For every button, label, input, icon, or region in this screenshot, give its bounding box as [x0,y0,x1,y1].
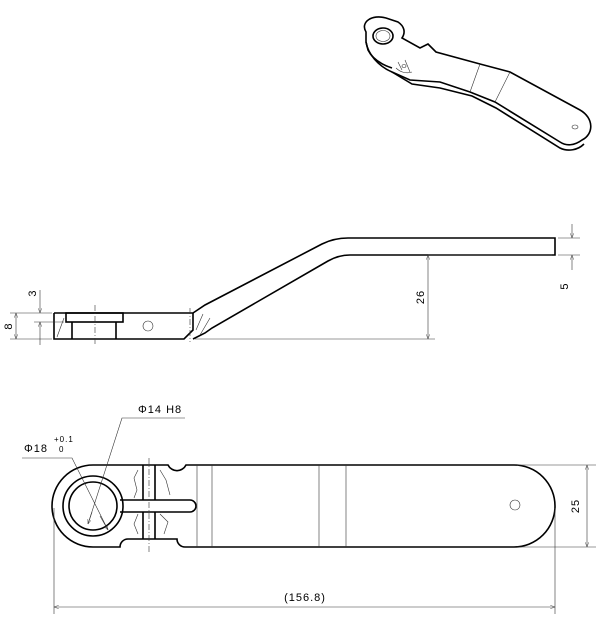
dim-length: (156.8) [284,592,326,604]
dim-width: 25 [570,499,582,513]
dim-step: 3 [27,289,39,296]
dim-arm-thickness: 5 [559,282,571,289]
dim-outer: Φ18 [24,443,48,455]
tol-upper: +0.1 [54,435,74,444]
top-view: Φ14 H8 Φ18 +0.1 0 25 (156.8) [22,404,596,614]
dim-bore: Φ14 H8 [138,404,182,416]
side-view: 3 8 26 5 [3,224,580,345]
tol-lower: 0 [59,445,64,454]
isometric-view [363,16,592,151]
dim-offset: 26 [415,290,427,304]
dim-thickness: 8 [3,322,15,329]
